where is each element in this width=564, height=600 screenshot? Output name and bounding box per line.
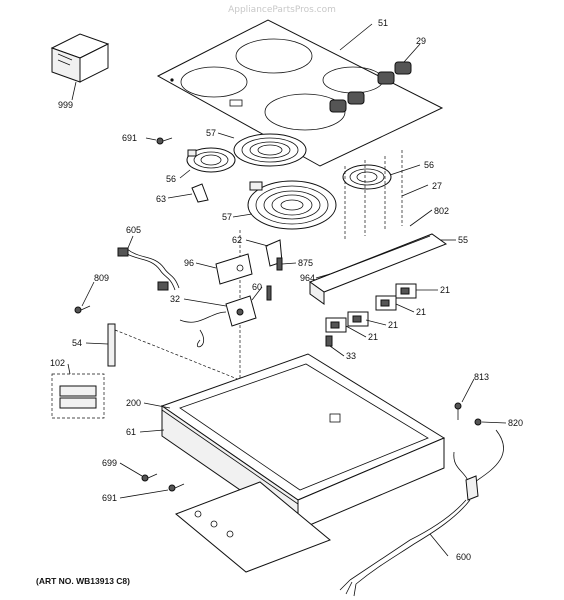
callout-labels: 51 29 999 691 57 56 56 63 27 57 802 605 … [50, 18, 523, 562]
small-element-left [186, 147, 236, 173]
switch-21-a [395, 283, 417, 299]
bracket-54 [107, 323, 241, 381]
callout-29: 29 [416, 36, 426, 46]
screw-691-top [156, 137, 173, 145]
callout-200: 200 [126, 398, 141, 408]
callout-875: 875 [298, 258, 313, 268]
callout-600: 600 [456, 552, 471, 562]
radiant-element-front [247, 180, 337, 230]
control-knobs [329, 61, 412, 113]
callout-813: 813 [474, 372, 489, 382]
mounting-bar-55 [308, 233, 448, 305]
callout-63: 63 [156, 194, 166, 204]
bracket-63 [191, 183, 209, 203]
relay-60 [179, 295, 257, 348]
screw-691-bottom [168, 483, 185, 492]
callout-33: 33 [346, 351, 356, 361]
callout-61: 61 [126, 427, 136, 437]
switch-21-d [325, 317, 347, 333]
callout-21-a: 21 [440, 285, 450, 295]
bracket-96 [215, 253, 253, 285]
callout-54: 54 [72, 338, 82, 348]
callout-21-b: 21 [416, 307, 426, 317]
callout-56-right: 56 [424, 160, 434, 170]
wire-harness-605 [117, 247, 180, 291]
screw-813 [454, 402, 462, 420]
callout-999: 999 [58, 100, 73, 110]
callout-820: 820 [508, 418, 523, 428]
callout-605: 605 [126, 225, 141, 235]
callout-56-left: 56 [166, 174, 176, 184]
power-cord-600 [339, 429, 504, 597]
watermark: AppliancePartsPros.com [228, 5, 336, 15]
art-number-caption: (ART NO. WB13913 C8) [36, 576, 130, 586]
switch-21-b [375, 295, 397, 311]
callout-21-c: 21 [388, 320, 398, 330]
callout-51: 51 [378, 18, 388, 28]
callout-57-rear: 57 [206, 128, 216, 138]
switch-21-c [347, 311, 369, 327]
radiant-element-rear [233, 133, 307, 167]
part-999-box [50, 33, 110, 83]
callout-62: 62 [232, 235, 242, 245]
callout-102: 102 [50, 358, 65, 368]
callout-27: 27 [432, 181, 442, 191]
screw-699 [141, 473, 158, 482]
leader-lines [67, 23, 507, 557]
callout-55: 55 [458, 235, 468, 245]
burner-box-61 [160, 353, 446, 531]
small-element-right [342, 164, 392, 190]
screw-809 [74, 305, 91, 314]
callout-60: 60 [252, 282, 262, 292]
callout-57-front: 57 [222, 212, 232, 222]
callout-96: 96 [184, 258, 194, 268]
callout-21-d: 21 [368, 332, 378, 342]
indicator-33 [325, 335, 333, 347]
callout-691-top: 691 [122, 133, 137, 143]
screw-820 [474, 418, 482, 426]
bottom-plate [175, 481, 331, 573]
callout-809: 809 [94, 273, 109, 283]
callout-802: 802 [434, 206, 449, 216]
callout-691-bottom: 691 [102, 493, 117, 503]
callout-964: 964 [300, 273, 315, 283]
terminal-block-102 [51, 373, 105, 419]
callout-32: 32 [170, 294, 180, 304]
callout-699: 699 [102, 458, 117, 468]
